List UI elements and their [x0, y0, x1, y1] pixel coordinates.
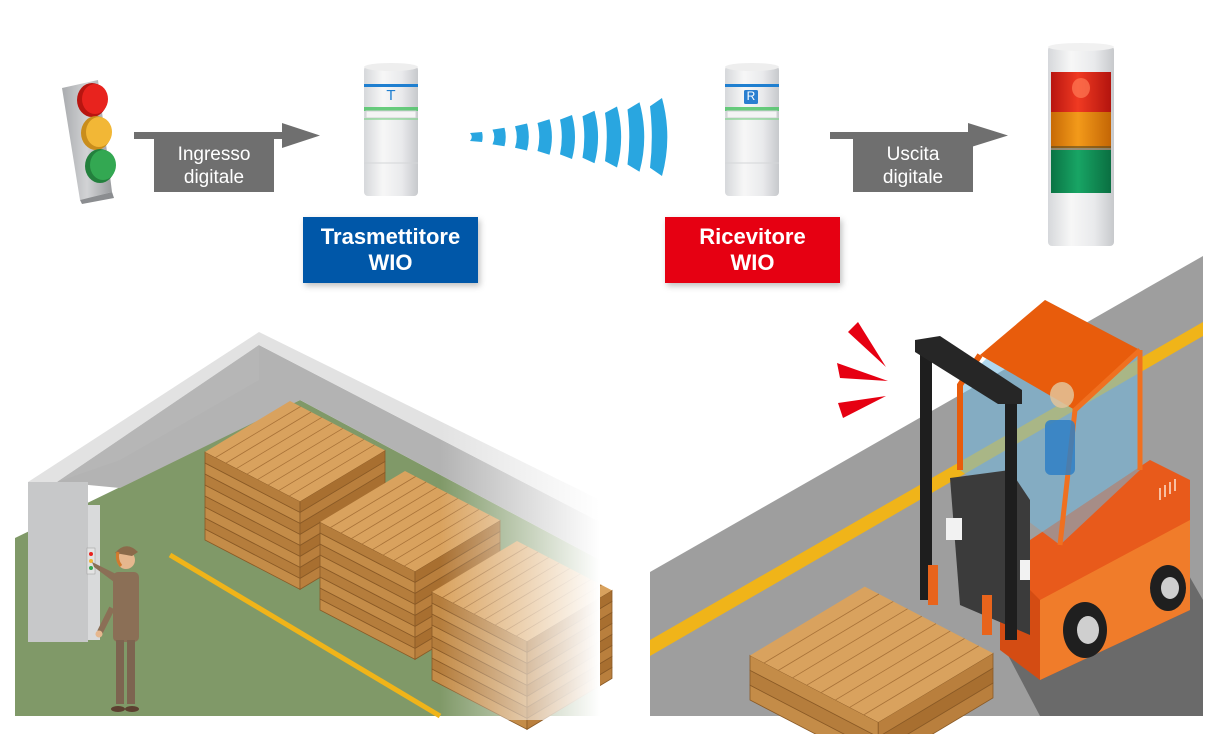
input-label-line1: Ingresso: [177, 143, 251, 165]
alert-flash-icon: [837, 322, 888, 418]
signal-bar: [650, 98, 668, 176]
output-label: Uscita digitale: [853, 139, 973, 192]
stack-light-amber: [1051, 112, 1111, 148]
pallet-plank: [289, 444, 375, 497]
traffic-light-green: [90, 150, 116, 180]
pallet-top: [205, 401, 385, 502]
pallet-plank: [330, 476, 416, 528]
output-label-line2: digitale: [882, 166, 944, 188]
pallet-plank: [806, 615, 922, 686]
traffic-light-red: [82, 84, 108, 114]
signal-bar: [470, 132, 483, 142]
pallet-plank: [351, 487, 437, 539]
pallet-plank: [236, 417, 322, 469]
input-arrow: [134, 123, 320, 148]
pallet-plank: [247, 422, 333, 475]
traffic-light-amber: [86, 117, 112, 147]
signal-bar: [492, 127, 506, 147]
pallet-plank: [863, 645, 979, 716]
pallet-plank: [225, 411, 312, 464]
pallet-plank: [340, 481, 427, 534]
input-label: Ingresso digitale: [154, 139, 274, 192]
pallet-plank: [764, 593, 880, 664]
signal-bar: [515, 123, 529, 151]
output-label-line1: Uscita: [886, 143, 940, 165]
pallet-plank: [268, 433, 354, 486]
worker-figure: [92, 546, 139, 712]
wireless-signal-icon: [470, 98, 668, 176]
receiver-badge-letter: R: [746, 89, 756, 103]
forklift-light: [946, 518, 962, 540]
pallet-top: [750, 586, 993, 723]
pallet-plank: [821, 623, 937, 693]
forklift-scene: [650, 256, 1203, 734]
receiver-device: [725, 63, 779, 196]
pallet-plank: [835, 630, 951, 701]
pallet-plank: [792, 608, 908, 679]
pallet-plank: [257, 428, 343, 480]
traffic-light-icon: [62, 80, 116, 204]
stack-light-green: [1051, 150, 1111, 193]
signal-bar: [560, 115, 575, 159]
pallet-plank: [362, 492, 448, 545]
signal-bar: [605, 106, 622, 168]
receiver-label-line2: WIO: [730, 250, 775, 275]
warehouse-scene: [15, 320, 613, 731]
receiver-label-line1: Ricevitore: [699, 224, 806, 249]
pallet-plank: [215, 406, 301, 458]
pallet-plank: [849, 638, 965, 708]
pallet-plank: [778, 601, 894, 671]
pallet-plank: [278, 439, 365, 491]
transmitter-label-line1: Trasmettitore: [320, 224, 461, 249]
transmitter-label-line2: WIO: [368, 250, 413, 275]
forklift: [915, 300, 1190, 680]
output-arrow: [830, 123, 1008, 148]
transmitter-device: [364, 63, 418, 196]
signal-bar: [537, 119, 552, 155]
input-label-line2: digitale: [183, 166, 245, 188]
receiver-label: Ricevitore WIO: [665, 217, 840, 283]
stack-light-icon: [1048, 43, 1114, 246]
transmitter-badge: T: [386, 87, 396, 104]
pallet-layer: [749, 654, 879, 734]
signal-bar: [582, 110, 599, 164]
transmitter-label: Trasmettitore WIO: [303, 217, 478, 283]
signal-bar: [627, 102, 645, 172]
receiver-badge: [744, 90, 758, 104]
